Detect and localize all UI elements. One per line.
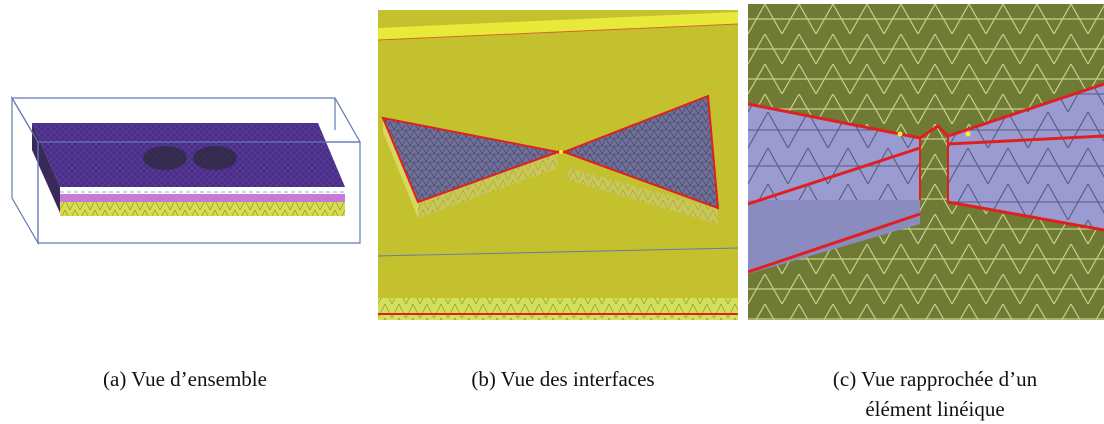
slab-base-layer — [60, 202, 345, 216]
panel-overall-view — [0, 90, 370, 250]
bowtie-left-wing — [381, 116, 562, 204]
bowtie-right-wing — [561, 94, 720, 210]
panel-interfaces-view — [378, 10, 738, 320]
closeup-mesh-image — [748, 4, 1104, 320]
interfaces-mesh-image — [378, 10, 738, 320]
caption-c-line2: élément linéique — [865, 397, 1005, 421]
caption-b: (b) Vue des interfaces — [471, 367, 655, 391]
caption-c: (c) Vue rapprochée d’un élément linéique — [770, 364, 1100, 424]
panel-closeup-view — [748, 4, 1104, 320]
overall-mesh-image — [10, 95, 362, 246]
caption-c-line1: (c) Vue rapprochée d’un — [832, 367, 1038, 391]
line-element-left-block — [748, 104, 920, 200]
caption-a: (a) Vue d’ensemble — [103, 367, 267, 391]
line-element-right-block — [948, 84, 1104, 230]
slab-top-surface — [32, 123, 345, 187]
